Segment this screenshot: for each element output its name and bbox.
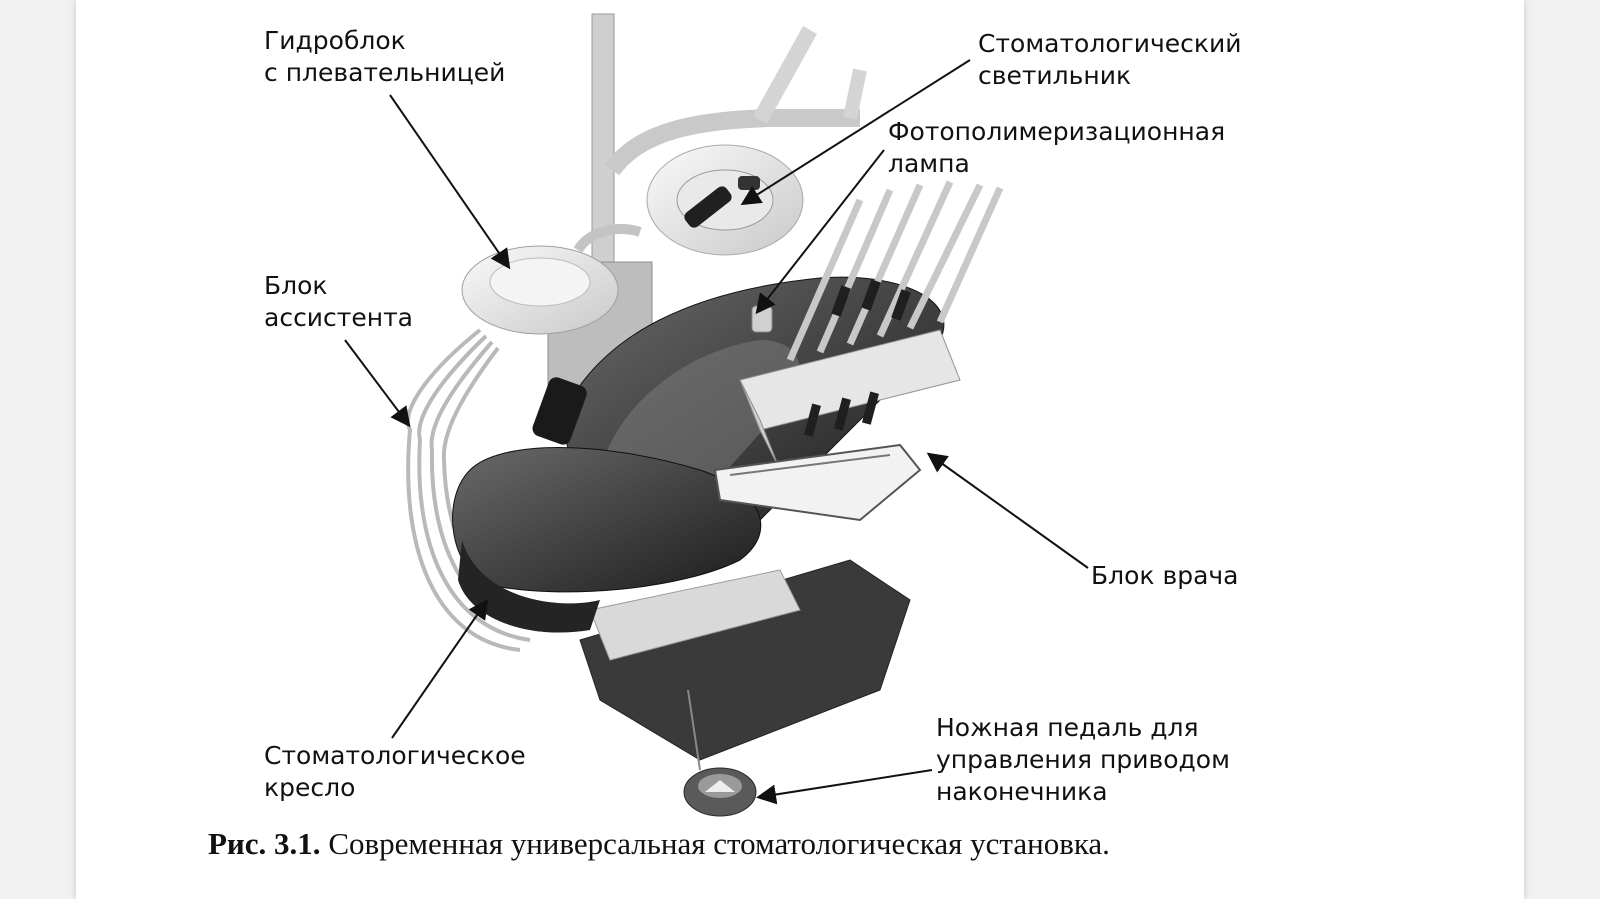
chair-base	[579, 559, 911, 761]
arrow-photopolymer-lamp	[755, 149, 885, 315]
label-assistant-block-line-2: ассистента	[264, 303, 413, 332]
arrow-doctor-block	[926, 452, 1089, 569]
label-dental-lamp: Стоматологический светильник	[978, 28, 1242, 92]
label-hydroblock: Гидроблок с плевательницей	[264, 25, 505, 89]
doctor-block	[713, 180, 1004, 522]
label-doctor-block: Блок врача	[1091, 560, 1239, 592]
arrow-dental-chair	[391, 598, 489, 739]
figure-caption: Рис. 3.1. Современная универсальная стом…	[208, 826, 1110, 862]
label-hydroblock-line-1: Гидроблок	[264, 26, 406, 55]
leader-arrows	[344, 59, 1089, 805]
arrow-assistant-block	[344, 339, 411, 428]
label-dental-chair-line-1: Стоматологическое	[264, 741, 526, 770]
label-photopolymer-lamp-line-2: лампа	[888, 149, 970, 178]
label-foot-pedal-line-1: Ножная педаль для	[936, 713, 1199, 742]
label-foot-pedal: Ножная педаль для управления приводом на…	[936, 712, 1230, 808]
operating-lamp	[646, 144, 804, 256]
label-hydroblock-line-2: с плевательницей	[264, 58, 506, 87]
label-photopolymer-lamp-line-1: Фотополимеризационная	[888, 117, 1226, 146]
label-dental-chair-line-2: кресло	[264, 773, 356, 802]
foot-pedal	[683, 689, 757, 817]
figure-caption-text: Современная универсальная стоматологичес…	[328, 826, 1110, 861]
label-photopolymer-lamp: Фотополимеризационная лампа	[888, 116, 1225, 180]
label-assistant-block-line-1: Блок	[264, 271, 328, 300]
label-assistant-block: Блок ассистента	[264, 270, 413, 334]
label-dental-lamp-line-2: светильник	[978, 61, 1132, 90]
label-doctor-block-line-1: Блок врача	[1091, 561, 1239, 590]
label-foot-pedal-line-3: наконечника	[936, 777, 1108, 806]
arrow-dental-lamp	[740, 59, 971, 206]
arrow-hydroblock	[389, 94, 511, 270]
label-foot-pedal-line-2: управления приводом	[936, 745, 1230, 774]
figure-number: Рис. 3.1.	[208, 826, 321, 861]
dental-unit-illustration	[344, 13, 1089, 817]
document-page: Гидроблок с плевательницей Стоматологиче…	[76, 0, 1524, 899]
label-dental-lamp-line-1: Стоматологический	[978, 29, 1242, 58]
label-dental-chair: Стоматологическое кресло	[264, 740, 526, 804]
arrow-foot-pedal	[756, 769, 933, 805]
